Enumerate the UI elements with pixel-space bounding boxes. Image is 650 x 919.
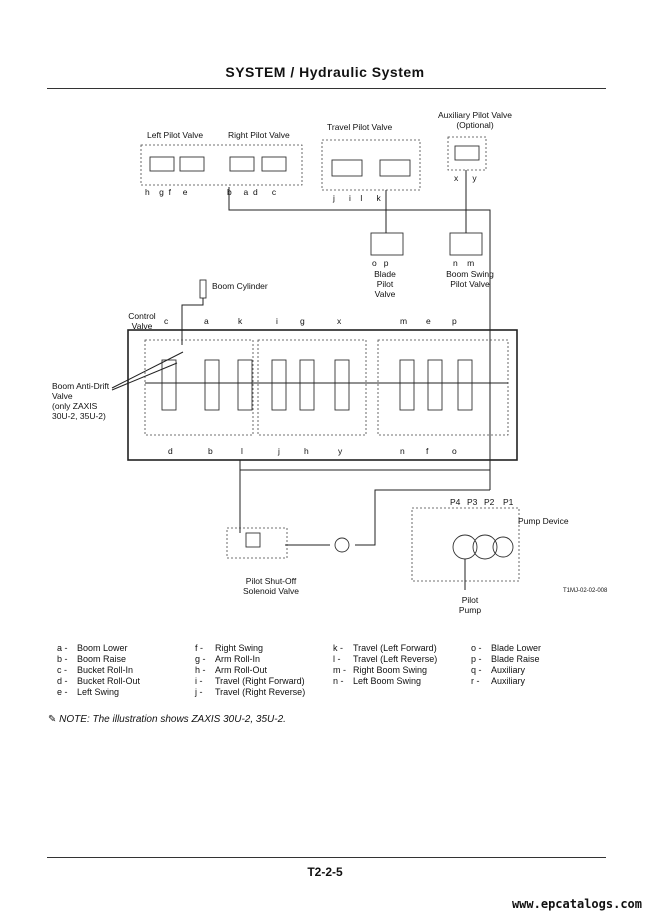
pilot-valve-group-left-right [140,144,303,186]
blade-pilot-valve-label: Blade Pilot Valve [374,269,396,299]
cv-port-bottom: d [168,446,173,456]
legend-item: c -Bucket Roll-In [57,665,134,675]
figure-id: T1MJ-02-02-008 [563,588,608,594]
site-url[interactable]: www.epcatalogs.com [511,897,642,911]
legend-item: p -Blade Raise [471,654,540,664]
cv-port-bottom: n [400,446,405,456]
pump-port: P3 [467,497,478,507]
cv-port-bottom: j [278,446,280,456]
legend-item: r -Auxiliary [471,676,526,686]
legend-item: o -Blade Lower [471,643,542,653]
boom-anti-drift-label: Boom Anti-Drift Valve (only ZAXIS 30U-2,… [52,381,110,421]
legend-item: l -Travel (Left Reverse) [333,654,438,664]
cv-port-top: k [238,316,243,326]
legend-item: i -Travel (Right Forward) [195,676,305,686]
travel-pilot-valve-label: Travel Pilot Valve [327,122,393,132]
cv-port-bottom: f [426,446,429,456]
control-valve-box [127,329,518,461]
legend-item: n -Left Boom Swing [333,676,422,686]
filter-symbol [334,537,350,553]
pump-device-label: Pump Device [518,516,569,526]
cv-port-bottom: h [304,446,309,456]
cv-port-top: c [164,316,169,326]
blade-pilot-valve-symbol [370,232,404,256]
boom-swing-pilot-valve-label: Boom Swing Pilot Valve [446,269,494,289]
cv-port-bottom: l [241,446,243,456]
legend-item: k -Travel (Left Forward) [333,643,437,653]
right-pilot-valve-label: Right Pilot Valve [228,130,290,140]
cv-port-top: e [426,316,431,326]
header-rule [47,88,606,89]
pump-port: P2 [484,497,495,507]
cv-port-top: p [452,316,457,326]
aux-pilot-valve-box [447,136,487,171]
legend-item: d -Bucket Roll-Out [57,676,141,686]
travel-pilot-valve-box [321,139,421,191]
legend-item: m -Right Boom Swing [333,665,428,675]
illustration-note: ✎ NOTE: The illustration shows ZAXIS 30U… [48,714,286,725]
right-pilot-ports: b a d c [227,187,277,197]
cv-port-top: a [204,316,209,326]
cv-port-bottom: o [452,446,457,456]
page-number: T2-2-5 [307,865,343,879]
control-valve-label: Control Valve [128,311,156,331]
pump-port: P1 [503,497,514,507]
blade-ports: o p [372,258,389,268]
left-pilot-valve-label: Left Pilot Valve [147,130,204,140]
boom-swing-pilot-valve-symbol [449,232,483,256]
left-pilot-ports: h g f e [145,187,188,197]
aux-pilot-ports: x y [454,173,477,183]
travel-pilot-ports: j i l k [333,193,381,203]
legend-item: g -Arm Roll-In [195,654,261,664]
boom-swing-ports: n m [453,258,475,268]
cv-port-top: m [400,316,408,326]
pilot-pump-label: Pilot Pump [458,595,482,615]
footer-rule [47,857,606,858]
cv-port-top: x [337,316,342,326]
legend-item: j -Travel (Right Reverse) [195,687,306,697]
legend-item: b -Boom Raise [57,654,127,664]
legend-item: f -Right Swing [195,643,264,653]
legend-item: q -Auxiliary [471,665,526,675]
legend-item: e -Left Swing [57,687,120,697]
boom-cylinder-symbol [199,279,207,299]
pilot-shutoff-label: Pilot Shut-Off Solenoid Valve [242,576,300,596]
cv-port-bottom: y [338,446,343,456]
pencil-icon: ✎ [48,714,57,725]
cv-port-bottom: b [208,446,213,456]
legend-item: a -Boom Lower [57,643,128,653]
cv-port-top: g [300,316,305,326]
page-title: SYSTEM / Hydraulic System [225,64,425,80]
pilot-shutoff-valve-box [226,527,288,559]
cv-port-top: i [276,316,278,326]
boom-cylinder-label: Boom Cylinder [212,281,268,291]
note-text: NOTE: The illustration shows ZAXIS 30U-2… [59,714,286,725]
aux-pilot-valve-label: Auxiliary Pilot Valve (Optional) [437,110,512,130]
pump-port: P4 [450,497,461,507]
legend-item: h -Arm Roll-Out [195,665,268,675]
